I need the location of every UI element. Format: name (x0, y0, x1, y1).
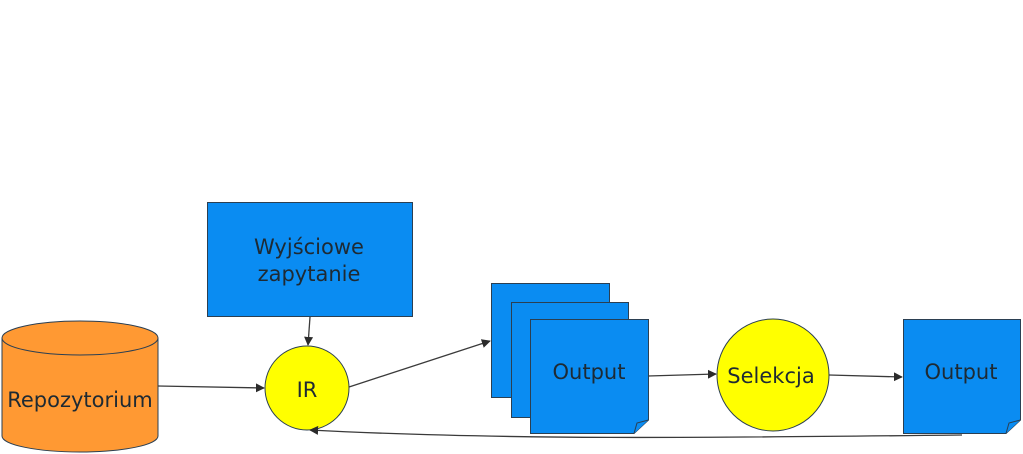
initial-query-label-line1: Wyjściowe (254, 235, 364, 259)
selekcja-label: Selekcja (727, 364, 814, 388)
initial-query-rect (207, 202, 413, 317)
ir-circle (264, 345, 350, 431)
output-final-label: Output (925, 360, 998, 384)
edge-feedback-output-to-ir (309, 425, 963, 439)
edge-repozytorium-to-ir (157, 383, 265, 393)
edge-selekcja-to-output-final (828, 372, 903, 382)
cylinder-body (1, 337, 159, 453)
edge-ir-to-output-stack (348, 339, 491, 388)
output-stack: Output (491, 283, 649, 434)
edge-query-to-ir (304, 316, 314, 346)
initial-query-box: Wyjściowe zapytanie (207, 202, 413, 317)
repozytorium-label: Repozytorium (7, 388, 153, 412)
ir-label: IR (297, 378, 318, 402)
output-stack-label: Output (553, 360, 626, 384)
output-final: Output (903, 319, 1021, 434)
output-final-fold (1005, 419, 1021, 434)
selekcja-node: Selekcja (716, 318, 830, 432)
initial-query-label-line2: zapytanie (258, 262, 361, 286)
ir-node: IR (264, 345, 350, 431)
edge-output-stack-to-selekcja (647, 369, 717, 379)
cylinder-top (1, 320, 159, 356)
output-doc-front-fold (633, 419, 649, 434)
repozytorium-cylinder: Repozytorium (1, 320, 159, 453)
